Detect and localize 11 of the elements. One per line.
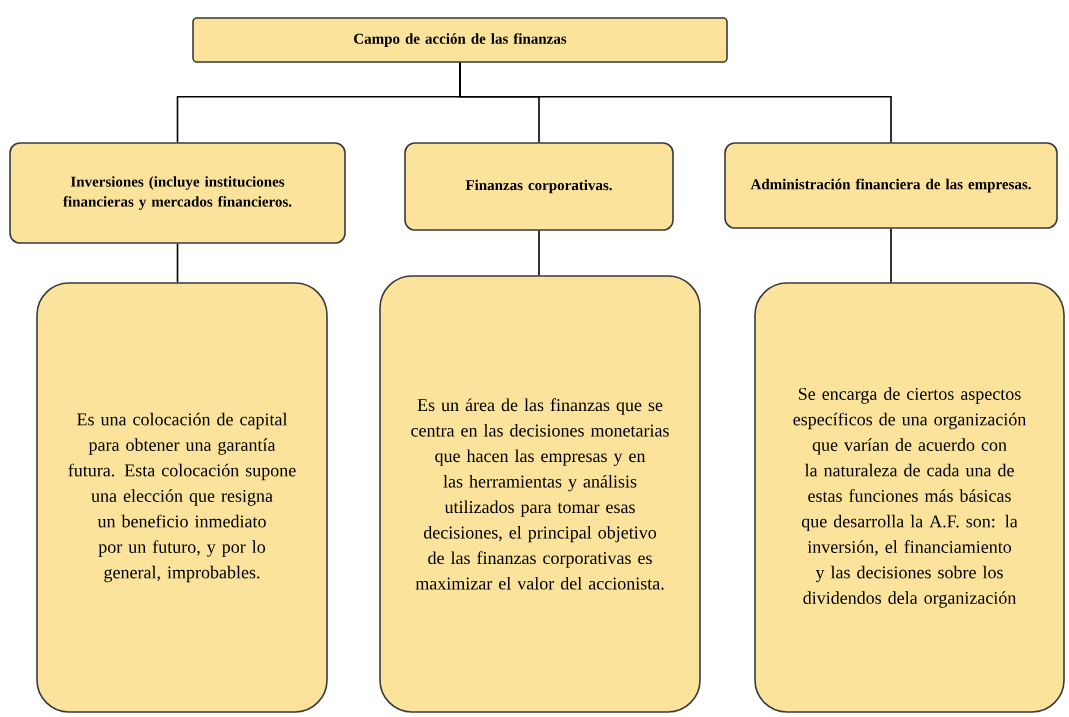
description-box: Es una colocación de capital para obtener una garantía futura. Esta colocación supone una elección que resigna un beneficio inmediato por un futuro, y por lo general, improbables. bbox=[36, 282, 328, 713]
connector-line bbox=[176, 243, 179, 283]
description-box: Se encarga de ciertos aspectos específicos de una organización que varían de acuerdo con la naturaleza de cada una de estas funciones más básicas que desarrolla la A.F. son: la inversión, el financiamiento y las decisiones sobre los dividendos dela organización bbox=[754, 282, 1065, 713]
category-box: Administración financiera de las empresas. bbox=[724, 142, 1058, 229]
description-box: Es un área de las finanzas que se centra en las decisiones monetarias que hacen las empresas y en las herramientas y análisis utilizados para tomar esas decisiones, el principal objetivo de las finanzas corporativas es maximizar el valor del accionista. bbox=[379, 275, 701, 713]
head-box: Campo de acción de las finanzas bbox=[192, 17, 728, 63]
category-box: Inversiones (incluye instituciones financieras y mercados financieros. bbox=[9, 142, 346, 244]
connector-line bbox=[538, 230, 540, 276]
connector-line bbox=[890, 228, 892, 283]
category-box: Finanzas corporativas. bbox=[404, 142, 674, 231]
connector-line bbox=[459, 62, 892, 143]
